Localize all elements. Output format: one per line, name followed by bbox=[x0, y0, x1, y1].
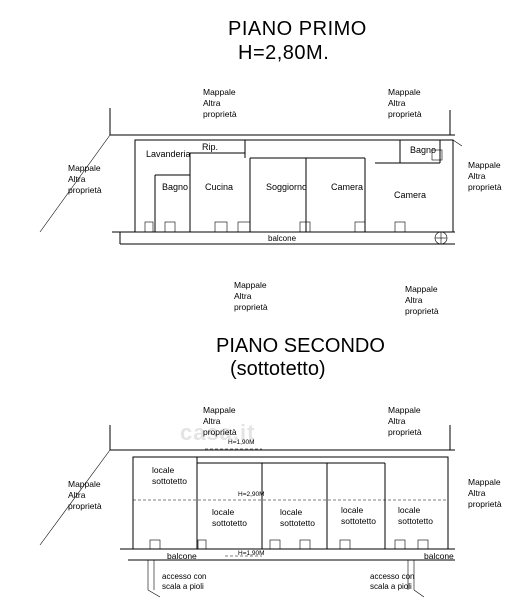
room-locale-2: locale sottotetto bbox=[212, 507, 247, 528]
room-locale-5: locale sottotetto bbox=[398, 505, 433, 526]
room-locale-4: locale sottotetto bbox=[341, 505, 376, 526]
floor2-neighbor-left: Mappale Altra proprietà bbox=[68, 479, 102, 511]
floor1-height: H=2,80M. bbox=[238, 42, 330, 64]
room-camera-2: Camera bbox=[394, 190, 427, 200]
room-locale-1: locale sottotetto bbox=[152, 465, 187, 486]
floor2-subtitle: (sottotetto) bbox=[230, 358, 326, 380]
floor2-walls bbox=[39, 425, 455, 598]
height-middle: H=2,90M bbox=[238, 491, 265, 498]
room-cucina: Cucina bbox=[205, 182, 234, 192]
floor2-balcone-right: balcone bbox=[424, 551, 454, 561]
floor2-balcone-left: balcone bbox=[167, 551, 197, 561]
room-locale-3: locale sottotetto bbox=[280, 507, 315, 528]
height-top: H=1,90M bbox=[228, 439, 255, 446]
floor1-neighbor-left: Mappale Altra proprietà bbox=[68, 163, 102, 195]
floor2-neighbor-top-right: Mappale Altra proprietà bbox=[388, 405, 422, 437]
floor1-title: PIANO PRIMO bbox=[228, 18, 367, 40]
room-bagno-right: Bagno bbox=[410, 145, 437, 155]
room-soggiorno: Soggiorno bbox=[266, 182, 308, 192]
floor1-neighbor-right: Mappale Altra proprietà bbox=[468, 160, 502, 192]
access-right: accesso con scala a pioli bbox=[370, 572, 415, 591]
floor2-neighbor-right: Mappale Altra proprietà bbox=[468, 477, 502, 509]
floor1-balcone: balcone bbox=[268, 234, 297, 243]
floor1-walls bbox=[39, 108, 463, 245]
room-ripostiglio: Rip. bbox=[202, 142, 219, 152]
room-camera-1: Camera bbox=[331, 182, 364, 192]
room-bagno-left: Bagno bbox=[162, 182, 189, 192]
floor2-title: PIANO SECONDO bbox=[216, 335, 385, 357]
floor1-neighbor-top-right: Mappale Altra proprietà bbox=[388, 87, 422, 119]
room-lavanderia: Lavanderia bbox=[146, 149, 191, 159]
access-left: accesso con scala a pioli bbox=[162, 572, 207, 591]
floor1-neighbor-top-left: Mappale Altra proprietà bbox=[203, 87, 237, 119]
height-bottom: H=1,90M bbox=[238, 550, 265, 557]
floor1-neighbor-bottom-right: Mappale Altra proprietà bbox=[405, 284, 439, 316]
watermark-logo: casa.it bbox=[180, 420, 256, 445]
floor1-neighbor-bottom-left: Mappale Altra proprietà bbox=[234, 280, 268, 312]
floor2-neighbor-top-left: Mappale Altra proprietà bbox=[203, 405, 237, 437]
